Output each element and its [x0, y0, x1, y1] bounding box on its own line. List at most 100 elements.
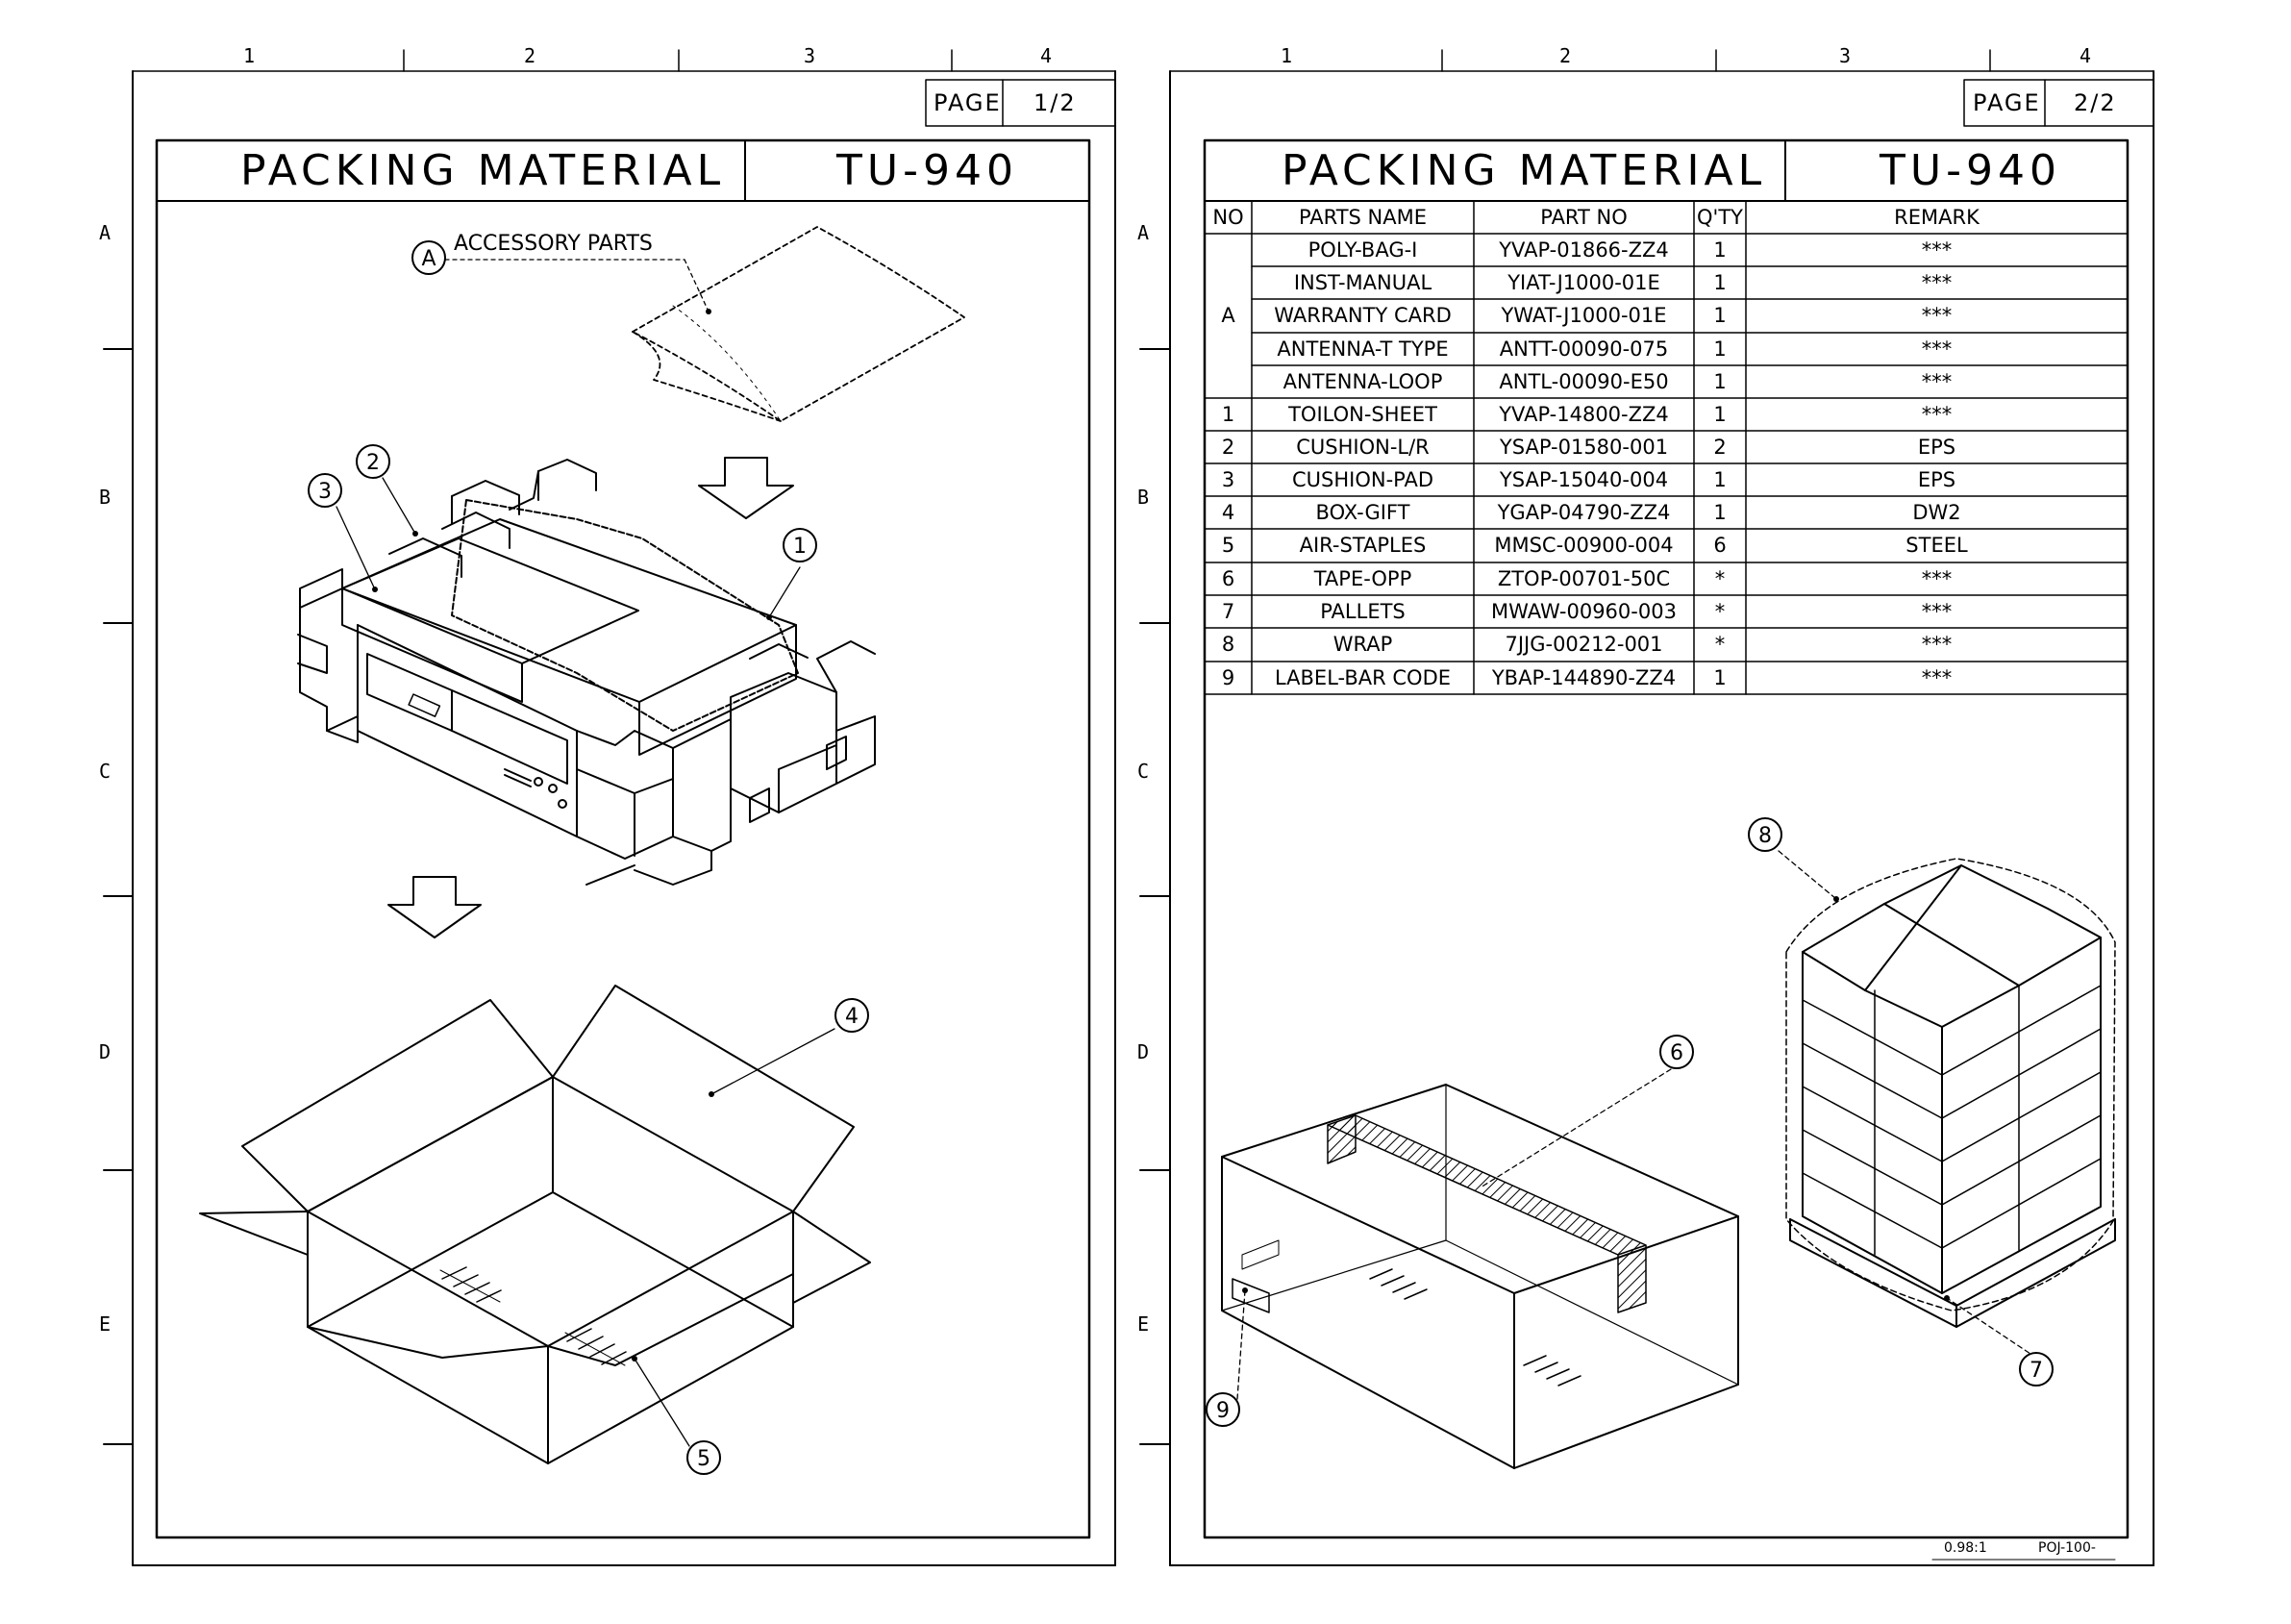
callout-layer: A 1 2 3 4 5 6 7 8 9 [308, 240, 2054, 1475]
table-cell-qty: 1 [1713, 665, 1727, 689]
callout-number: 9 [1216, 1399, 1230, 1423]
callout-number: 5 [697, 1447, 710, 1471]
callout-number: 4 [845, 1005, 859, 1029]
open-gift-box [199, 985, 871, 1464]
callout-balloon: 5 [686, 1440, 721, 1475]
callout-balloon: 9 [1206, 1392, 1240, 1427]
table-cell-remark: EPS [1917, 467, 1956, 491]
table-cell-part: YVAP-01866-ZZ4 [1499, 237, 1669, 262]
table-cell-no: 2 [1221, 435, 1235, 459]
callout-balloon: 7 [2019, 1352, 2054, 1387]
sheet1-frame [103, 49, 1116, 1566]
table-cell-remark: *** [1921, 304, 1953, 327]
table-header-cell: PARTS NAME [1298, 205, 1428, 229]
table-cell-name: WRAP [1332, 633, 1393, 656]
callout-balloon: 3 [308, 473, 342, 508]
table-cell-qty: 6 [1713, 534, 1727, 557]
callout-balloon: 8 [1748, 817, 1782, 852]
callout-number: 8 [1758, 824, 1772, 848]
table-cell-no: 3 [1221, 467, 1235, 491]
table-cell-name: AIR-STAPLES [1299, 534, 1427, 557]
table-header-cell: PART NO [1540, 205, 1628, 229]
table-cell-part: ZTOP-00701-50C [1497, 566, 1671, 590]
grid-row-label: D [1137, 1040, 1150, 1063]
table-cell-no: 6 [1221, 566, 1235, 590]
table-cell-remark: *** [1921, 337, 1953, 361]
callout-number: 3 [318, 480, 332, 504]
callout-balloon: 6 [1659, 1035, 1694, 1069]
table-cell-name: WARRANTY CARD [1274, 304, 1452, 327]
table-cell-part: YVAP-14800-ZZ4 [1499, 402, 1669, 426]
carton-leaders [1236, 1068, 1672, 1400]
box-leaders [634, 1028, 835, 1447]
table-cell-part: YSAP-15040-004 [1499, 467, 1669, 491]
table-cell-qty: 1 [1713, 237, 1727, 262]
table-cell-qty: 1 [1713, 304, 1727, 327]
table-cell-no: 1 [1221, 402, 1235, 426]
table-cell-remark: DW2 [1912, 500, 1961, 524]
table-cell-remark: *** [1921, 402, 1953, 426]
table-cell-remark: *** [1921, 270, 1953, 294]
table-cell-name: POLY-BAG-I [1307, 237, 1418, 262]
table-cell-no: 7 [1221, 599, 1235, 623]
grid-row-label: C [1137, 760, 1150, 783]
table-cell-no: 9 [1221, 665, 1235, 689]
callout-balloon: A [411, 240, 446, 275]
table-cell-part: YIAT-J1000-01E [1507, 270, 1660, 294]
table-cell-name: INST-MANUAL [1293, 270, 1432, 294]
grid-col-label: 3 [1839, 44, 1852, 67]
grid-row-label: D [99, 1040, 112, 1063]
table-cell-remark: *** [1921, 633, 1953, 656]
table-cell-qty: * [1714, 599, 1726, 623]
device-leaders [336, 477, 801, 618]
table-cell-name: PALLETS [1320, 599, 1406, 623]
table-cell-qty: 1 [1713, 337, 1727, 361]
table-header-cell: REMARK [1894, 205, 1980, 229]
table-cell-name: CUSHION-PAD [1291, 467, 1434, 491]
sheet2-model: TU-940 [1880, 146, 2061, 195]
down-arrow-2 [387, 876, 482, 938]
parts-table-grid [1204, 200, 2129, 695]
pallet-stack [1785, 858, 2116, 1328]
table-cell-qty: 1 [1713, 402, 1727, 426]
table-cell-part: MMSC-00900-004 [1494, 534, 1674, 557]
sheet2-frame [1139, 49, 2154, 1566]
sheet1-page-label: PAGE [934, 89, 1002, 116]
grid-col-label: 1 [1281, 44, 1293, 67]
grid-col-label: 2 [1559, 44, 1572, 67]
table-cell-remark: *** [1921, 599, 1953, 623]
sheet1-model: TU-940 [836, 146, 1018, 195]
footer-code: POJ-100- [2038, 1540, 2096, 1556]
table-cell-part: YWAT-J1000-01E [1501, 304, 1667, 327]
sheet2-title: PACKING MATERIAL [1282, 146, 1767, 195]
table-header-cell: NO [1212, 205, 1244, 229]
table-cell-qty: 1 [1713, 270, 1727, 294]
callout-balloon: 4 [834, 998, 869, 1033]
table-cell-remark: EPS [1917, 435, 1956, 459]
grid-row-label: C [99, 760, 112, 783]
callout-number: A [421, 247, 436, 271]
table-cell-qty: 1 [1713, 467, 1727, 491]
table-cell-qty: 1 [1713, 500, 1727, 524]
sheet2-page-label: PAGE [1973, 89, 2041, 116]
table-cell-part: YBAP-144890-ZZ4 [1491, 665, 1677, 689]
table-cell-part: MWAW-00960-003 [1491, 599, 1677, 623]
table-cell-qty: 1 [1713, 369, 1727, 393]
grid-row-label: A [1137, 221, 1150, 244]
callout-number: 7 [2030, 1359, 2043, 1383]
table-cell-name: ANTENNA-T TYPE [1277, 337, 1449, 361]
table-cell-name: TOILON-SHEET [1288, 402, 1437, 426]
table-cell-part: ANTL-00090-E50 [1499, 369, 1669, 393]
table-header-cell: Q'TY [1697, 205, 1743, 229]
table-cell-name: TAPE-OPP [1313, 566, 1412, 590]
table-cell-name: BOX-GIFT [1315, 500, 1410, 524]
sheet2-page-value: 2/2 [2074, 89, 2117, 116]
table-cell-name: LABEL-BAR CODE [1274, 665, 1452, 689]
callout-number: 6 [1670, 1041, 1683, 1065]
sheet1-page-value: 1/2 [1033, 89, 1077, 116]
table-cell-part: ANTT-00090-075 [1499, 337, 1669, 361]
grid-row-label: B [99, 486, 112, 509]
table-cell-name: CUSHION-L/R [1296, 435, 1430, 459]
